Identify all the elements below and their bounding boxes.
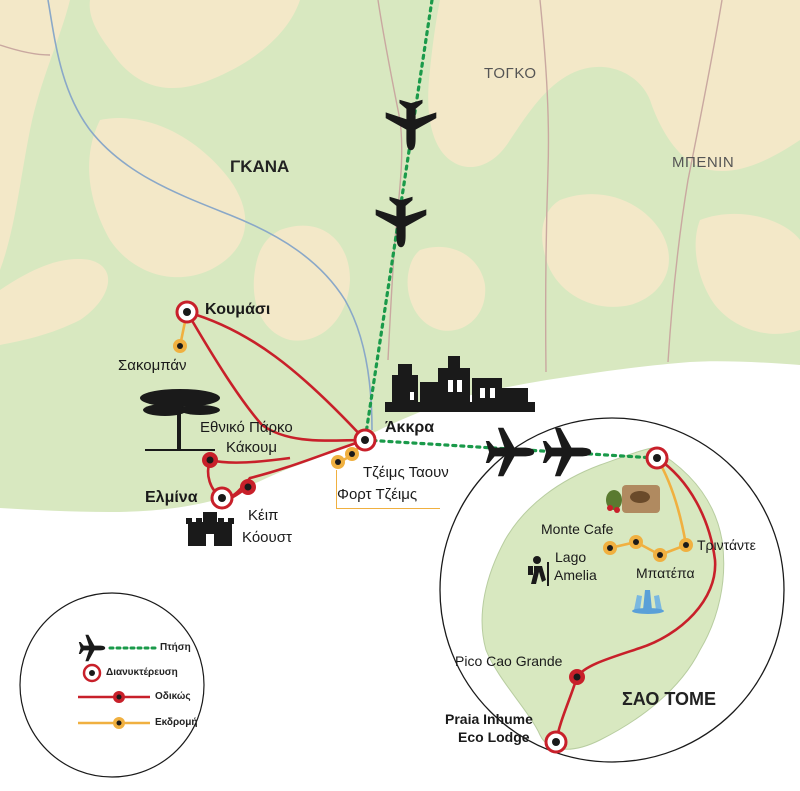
place-label-cape-coast-line1: Κέιπ <box>248 507 279 524</box>
city-skyline-icon <box>385 356 535 412</box>
overnight-marker-praia-inhume <box>544 730 568 754</box>
mainland <box>0 0 800 512</box>
place-label-batepa: Μπατέπα <box>636 565 695 581</box>
excursion-stop-batepa <box>653 548 667 562</box>
country-label-togo: ΤΟΓΚΟ <box>484 65 537 82</box>
place-label-pico-cao-grande: Pico Cao Grande <box>455 653 563 669</box>
acacia-tree-icon <box>140 389 220 451</box>
castle-icon <box>186 512 234 546</box>
excursion-stop-monte-cafe <box>629 535 643 549</box>
place-label-lago-amelia-line2: Amelia <box>554 567 597 583</box>
place-label-jamestown: Τζέιμς Ταουν <box>363 464 449 481</box>
road-stop-cape-coast <box>240 479 256 495</box>
excursion-stop-jamestown <box>331 455 345 469</box>
overnight-marker-accra <box>353 428 377 452</box>
legend-label-excursion: Εκδρομή <box>155 717 198 728</box>
road-stop-kakum <box>202 452 218 468</box>
place-label-praia-inhume-line2: Eco Lodge <box>458 729 530 745</box>
place-label-sakompan: Σακομπάν <box>118 357 187 374</box>
place-label-lago-amelia-line1: Lago <box>555 549 587 565</box>
country-label-sao-tome: ΣΑΟ ΤΟΜΕ <box>622 689 716 709</box>
country-label-ghana: ΓΚΑΝΑ <box>230 157 290 176</box>
legend-label-flight: Πτήση <box>160 642 191 653</box>
overnight-marker-elmina <box>210 486 234 510</box>
place-label-cape-coast-line2: Κόουστ <box>242 529 292 546</box>
excursion-stop-sakompan <box>173 339 187 353</box>
place-label-fort-james: Φορτ Τζέιμς <box>337 486 418 503</box>
overnight-marker-sao-tome <box>645 446 669 470</box>
fort-james-callout-line <box>336 508 440 509</box>
stop-markers <box>173 300 693 754</box>
legend <box>19 592 205 778</box>
coffee-icon <box>606 485 660 513</box>
excursion-stop-lago <box>603 541 617 555</box>
rivers <box>47 0 373 431</box>
legend-label-road: Οδικώς <box>155 691 191 702</box>
hiker-icon <box>528 556 549 586</box>
place-label-elmina: Ελμίνα <box>145 489 198 506</box>
excursion-stop-fort-james <box>345 447 359 461</box>
place-label-kakum-line1: Εθνικό Πάρκο <box>200 419 293 436</box>
overnight-marker-kumasi <box>175 300 199 324</box>
country-label-benin: ΜΠΕΝΙΝ <box>672 154 735 171</box>
place-label-kakum-line2: Κάκουμ <box>226 439 277 456</box>
waterfall-icon <box>632 590 664 614</box>
place-label-trindade: Τριντάντε <box>697 537 756 553</box>
fort-james-callout-stem <box>336 470 337 508</box>
legend-label-overnight: Διανυκτέρευση <box>106 667 178 678</box>
place-label-praia-inhume-line1: Praia Inhume <box>445 711 533 727</box>
place-label-monte-cafe: Monte Cafe <box>541 521 614 537</box>
excursion-stop-trindade <box>679 538 693 552</box>
borders <box>0 0 723 373</box>
place-label-kumasi: Κουμάσι <box>205 301 271 318</box>
road-stop-pico <box>569 669 585 685</box>
place-label-accra: Άκκρα <box>385 419 435 436</box>
